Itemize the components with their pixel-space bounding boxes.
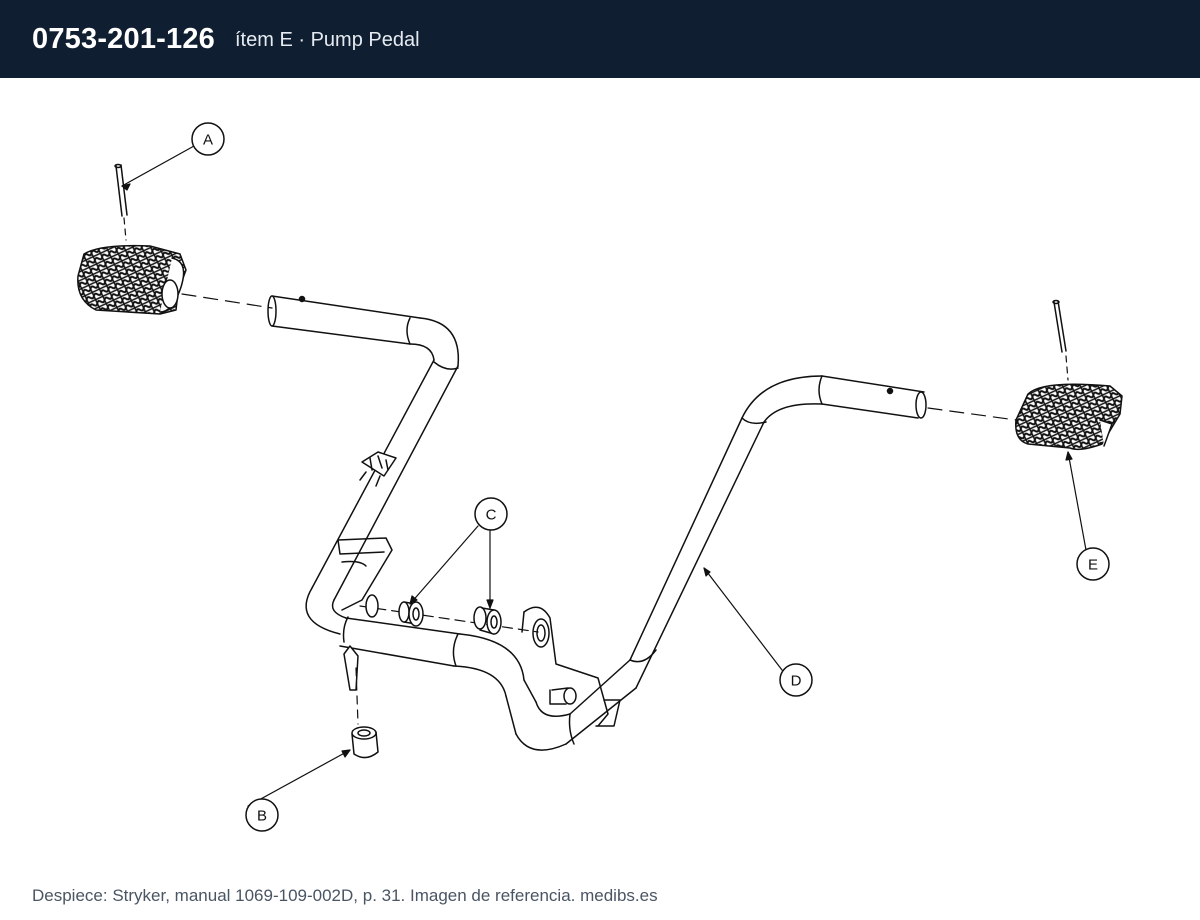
pedal-tube-assembly <box>267 295 927 751</box>
right-pedal-pad <box>927 299 1123 451</box>
callout-c: C <box>474 497 508 531</box>
callout-a-label: A <box>203 132 213 149</box>
callout-b: B <box>245 798 279 832</box>
exploded-view-drawing: A B C D E <box>77 122 1123 832</box>
part-number: 0753-201-126 <box>32 22 215 55</box>
callout-d-label: D <box>791 673 802 690</box>
bushing-axis-line <box>359 605 539 633</box>
callout-d: D <box>779 663 813 697</box>
flange-bushings <box>365 594 502 635</box>
left-pedal-pad <box>77 163 273 315</box>
page-subtitle: ítem E · Pump Pedal <box>235 28 420 51</box>
callout-c-label: C <box>486 507 497 524</box>
header-bar: 0753-201-126 ítem E · Pump Pedal <box>0 0 1200 78</box>
leader-lines <box>121 145 1087 807</box>
callout-a: A <box>191 122 225 156</box>
callout-b-label: B <box>257 808 267 825</box>
callout-e: E <box>1076 547 1110 581</box>
spacer-bushing <box>351 667 379 759</box>
source-footnote: Despiece: Stryker, manual 1069-109-002D,… <box>32 886 658 905</box>
callout-e-label: E <box>1088 557 1098 574</box>
